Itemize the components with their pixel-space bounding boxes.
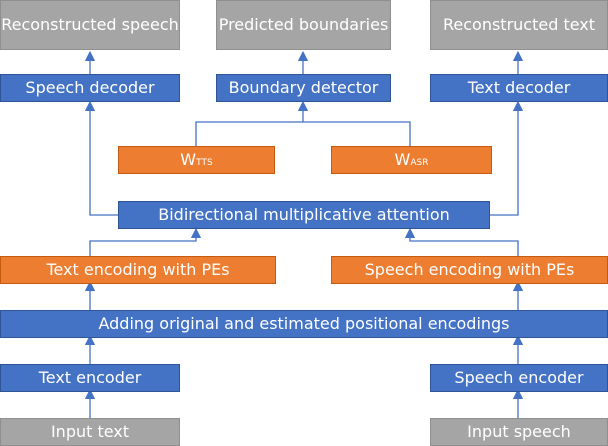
bidirectional-attention-box: Bidirectional multiplicative attention <box>118 201 490 229</box>
text-encoder-label: Text encoder <box>38 368 142 388</box>
speech-decoder-label: Speech decoder <box>25 78 155 98</box>
input-text-label: Input text <box>50 422 130 442</box>
bidirectional-attention-label: Bidirectional multiplicative attention <box>158 205 450 225</box>
text-encoder-box: Text encoder <box>0 364 180 392</box>
reconstructed-text-label: Reconstructed text <box>442 15 596 35</box>
positional-encodings-box: Adding original and estimated positional… <box>0 310 608 338</box>
predicted-boundaries-output: Predicted boundaries <box>216 0 391 50</box>
w-asr-label: WASR <box>394 150 429 170</box>
text-encoding-box: Text encoding with PEs <box>0 256 276 284</box>
input-speech-label: Input speech <box>467 422 571 442</box>
input-text-box: Input text <box>0 418 180 446</box>
speech-encoding-label: Speech encoding with PEs <box>364 260 575 280</box>
w-asr-box: WASR <box>331 146 492 174</box>
w-tts-box: WTTS <box>118 146 275 174</box>
text-decoder-label: Text decoder <box>467 78 571 98</box>
reconstructed-text-output: Reconstructed text <box>430 0 608 50</box>
speech-encoder-label: Speech encoder <box>454 368 584 388</box>
reconstructed-speech-output: Reconstructed speech <box>0 0 180 50</box>
speech-decoder-box: Speech decoder <box>0 74 180 102</box>
boundary-detector-label: Boundary detector <box>228 78 379 98</box>
predicted-boundaries-label: Predicted boundaries <box>218 15 389 35</box>
text-encoding-label: Text encoding with PEs <box>46 260 230 280</box>
w-tts-label: WTTS <box>180 150 213 170</box>
speech-encoder-box: Speech encoder <box>430 364 608 392</box>
positional-encodings-label: Adding original and estimated positional… <box>98 314 510 334</box>
input-speech-box: Input speech <box>430 418 608 446</box>
speech-encoding-box: Speech encoding with PEs <box>331 256 608 284</box>
boundary-detector-box: Boundary detector <box>216 74 391 102</box>
text-decoder-box: Text decoder <box>430 74 608 102</box>
reconstructed-speech-label: Reconstructed speech <box>1 15 179 35</box>
